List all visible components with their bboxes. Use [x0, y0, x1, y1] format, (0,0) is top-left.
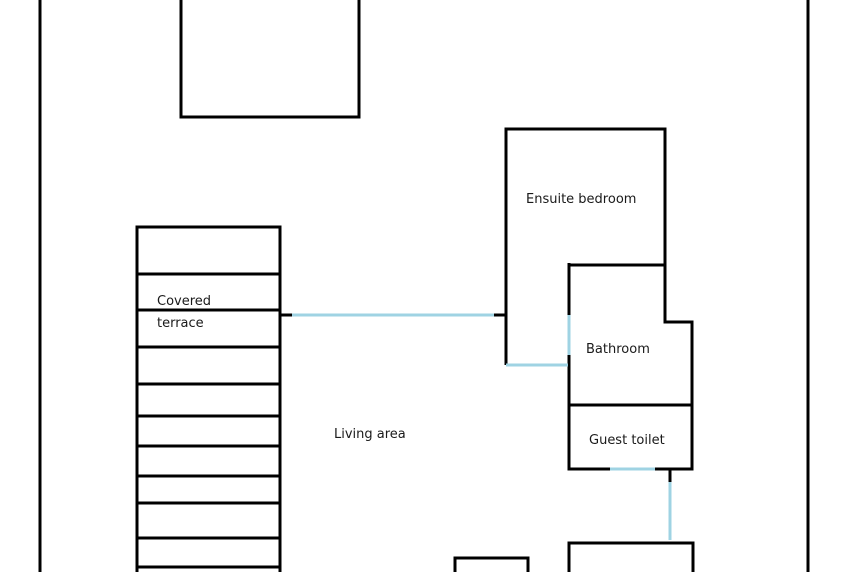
covered-terrace-label-2: terrace	[157, 316, 204, 331]
ensuite-bedroom-label: Ensuite bedroom	[526, 192, 637, 207]
terrace-slats	[137, 272, 280, 569]
covered-terrace-label-1: Covered	[157, 294, 212, 309]
lower-room-outline	[567, 541, 695, 572]
living-area-label: Living area	[334, 427, 406, 442]
pool-outline	[179, 0, 361, 119]
bathroom-label: Bathroom	[586, 342, 650, 357]
guest-toilet-label: Guest toilet	[589, 433, 665, 448]
small-room-outline	[453, 556, 530, 572]
terrace-outline	[135, 225, 282, 572]
pool-label: Pool	[244, 0, 271, 8]
ensuite-walls	[504, 127, 694, 471]
